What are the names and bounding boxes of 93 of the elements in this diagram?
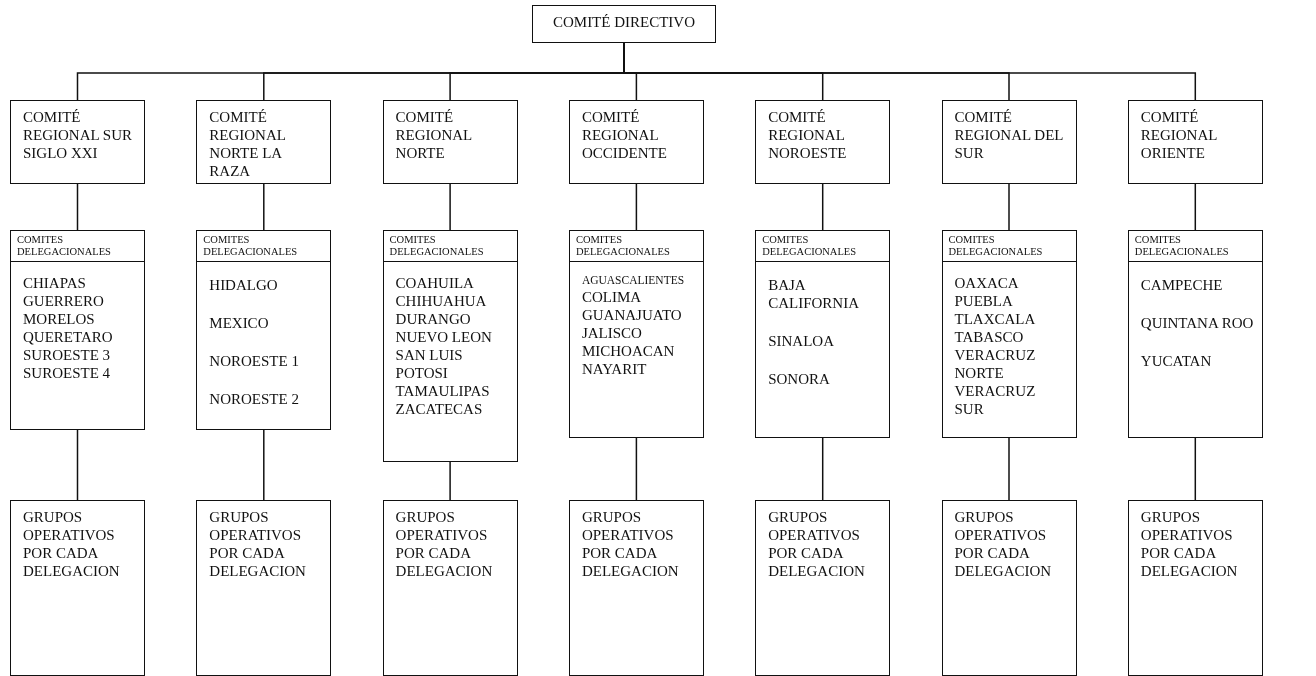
state-name: MEXICO [209, 314, 270, 333]
state-name: OAXACA [954, 274, 1020, 293]
box-label: COMITÉ REGIONAL DEL SUR [954, 108, 1064, 162]
box-label: COMITÉ REGIONAL NORTE LA RAZA [209, 108, 287, 180]
section-heading: COMITES DELEGACIONALES [756, 231, 890, 263]
state-name: TABASCO [954, 328, 1025, 347]
group-box [941, 500, 1077, 676]
connector-line [1008, 437, 1010, 501]
committee-box [382, 100, 518, 184]
state-name: SONORA [768, 370, 831, 389]
box-label: COMITÉ REGIONAL SUR SIGLO XXI [23, 108, 134, 162]
state-name: JALISCO [581, 323, 643, 342]
connector-line [1194, 437, 1197, 501]
state-name: PUEBLA [954, 292, 1014, 311]
group-box [755, 500, 891, 676]
state-name: HIDALGO [209, 276, 279, 295]
box-label: COMITÉ REGIONAL NOROESTE [768, 108, 848, 162]
committee-box [196, 100, 332, 184]
state-name: COAHUILA [395, 274, 475, 293]
group-box [568, 500, 704, 676]
group-box [10, 500, 145, 676]
state-name: NOROESTE 2 [209, 390, 300, 409]
committee-box [755, 100, 891, 184]
box-label: GRUPOS OPERATIVOS POR CADA DELEGACION [768, 508, 866, 580]
connector-line [263, 429, 265, 501]
section-heading: COMITES DELEGACIONALES [197, 231, 331, 263]
delegation-box [755, 230, 891, 438]
state-name: GUERRERO [23, 292, 105, 311]
state-name: AGUASCALIENTES [581, 274, 686, 288]
box-label: COMITÉ REGIONAL OCCIDENTE [581, 108, 668, 162]
state-name: DURANGO [395, 310, 472, 329]
state-name: QUERETARO [23, 328, 114, 347]
delegation-box [10, 230, 145, 430]
committee-box [941, 100, 1077, 184]
state-name: SUROESTE 4 [23, 364, 112, 383]
connector-line [635, 437, 638, 501]
connector-line [263, 183, 265, 231]
state-name: VERACRUZ NORTE [954, 346, 1037, 383]
committee-box [1127, 100, 1263, 184]
connector-line [1194, 183, 1197, 231]
box-label: GRUPOS OPERATIVOS POR CADA DELEGACION [581, 508, 680, 580]
top-committee-box [532, 5, 716, 43]
section-heading: COMITES DELEGACIONALES [1128, 231, 1262, 263]
connector-line [449, 461, 451, 501]
connector-line [635, 183, 638, 231]
box-label: GRUPOS OPERATIVOS POR CADA DELEGACION [395, 508, 494, 580]
connector-line [821, 437, 824, 501]
box-label: GRUPOS OPERATIVOS POR CADA DELEGACION [954, 508, 1053, 580]
group-box [382, 500, 518, 676]
box-label: COMITÉ DIRECTIVO [551, 13, 697, 31]
committee-box [10, 100, 145, 184]
section-heading: COMITES DELEGACIONALES [383, 231, 517, 263]
delegation-box [941, 230, 1077, 438]
state-name: TLAXCALA [954, 310, 1037, 329]
state-name: SUROESTE 3 [23, 346, 112, 365]
state-name: MICHOACAN [581, 341, 676, 360]
section-heading: COMITES DELEGACIONALES [942, 231, 1076, 263]
section-heading: COMITES DELEGACIONALES [11, 231, 144, 263]
state-name: SAN LUIS POTOSI [395, 346, 464, 383]
delegation-box [1127, 230, 1263, 438]
state-name: CHIAPAS [23, 274, 87, 293]
state-name: MORELOS [23, 310, 96, 329]
state-name: TAMAULIPAS [395, 382, 491, 401]
state-name: BAJA CALIFORNIA [768, 276, 861, 313]
group-box [1127, 500, 1263, 676]
box-label: COMITÉ REGIONAL ORIENTE [1140, 108, 1218, 162]
box-label: GRUPOS OPERATIVOS POR CADA DELEGACION [1140, 508, 1239, 580]
state-name: YUCATAN [1140, 352, 1213, 371]
state-name: GUANAJUATO [581, 305, 683, 324]
state-name: CHIHUAHUA [395, 292, 488, 311]
state-name: SINALOA [768, 332, 836, 351]
box-label: GRUPOS OPERATIVOS POR CADA DELEGACION [209, 508, 307, 580]
state-name: COLIMA [581, 287, 643, 306]
connector-line [449, 183, 451, 231]
state-name: ZACATECAS [395, 400, 484, 419]
state-name: QUINTANA ROO [1140, 314, 1254, 333]
connector-line [1008, 183, 1010, 231]
state-name: NUEVO LEON [395, 328, 493, 347]
delegation-box [382, 230, 518, 462]
state-name: CAMPECHE [1140, 276, 1224, 295]
delegation-box [568, 230, 704, 438]
box-label: COMITÉ REGIONAL NORTE [395, 108, 473, 162]
state-name: VERACRUZ SUR [954, 382, 1037, 419]
state-name: NOROESTE 1 [209, 352, 300, 371]
connector-line [821, 183, 824, 231]
group-box [196, 500, 332, 676]
section-heading: COMITES DELEGACIONALES [569, 231, 703, 263]
delegation-box [196, 230, 332, 430]
connector-line [76, 183, 79, 231]
state-name: NAYARIT [581, 359, 648, 378]
connector-line [76, 429, 79, 501]
committee-box [568, 100, 704, 184]
box-label: GRUPOS OPERATIVOS POR CADA DELEGACION [23, 508, 121, 580]
